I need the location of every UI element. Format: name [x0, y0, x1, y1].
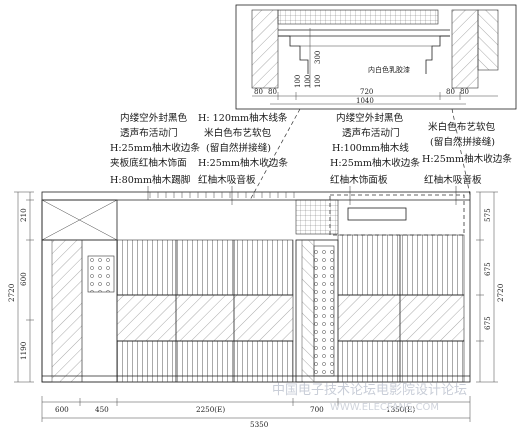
dim-right-675a: 675: [483, 262, 492, 276]
label-left-1: 透声布活动门: [120, 127, 178, 139]
label-block-mid: H: 120mm柚木线条 米白色布艺软包 (留自然拼接缝) H:25mm柚木收边…: [198, 112, 288, 186]
dim-bottom-700: 700: [310, 405, 324, 414]
label-left-3: 夹板底红柚木饰面: [110, 157, 187, 169]
label-mid-0: H: 120mm柚木线条: [198, 112, 288, 124]
label-right1-2: H:100mm柚木线: [332, 142, 409, 154]
dim-bottom-2250: 2250(E): [196, 405, 225, 414]
label-right2-1: (留自然拼接缝): [430, 136, 495, 148]
right-panels: [337, 234, 465, 383]
detail-dim-80d: 80: [460, 88, 469, 96]
dim-lines-bottom: [41, 396, 471, 422]
watermark-line1: 中国电子技术论坛电影院设计论坛: [272, 383, 467, 398]
dim-left-210: 210: [19, 208, 28, 222]
detail-dim-80a: 80: [254, 88, 263, 96]
detail-dim-100c: 100: [314, 75, 322, 88]
label-right1-1: 透声布活动门: [342, 127, 400, 139]
detail-dim-100a: 100: [294, 75, 302, 88]
dim-right-675b: 675: [483, 316, 492, 330]
label-block-left: 内缕空外封黑色 透声布活动门 H:25mm柚木收边条 夹板底红柚木饰面 H:80…: [110, 112, 200, 186]
dim-bottom-600: 600: [55, 405, 69, 414]
label-right1-0: 内缕空外封黑色: [336, 112, 404, 124]
label-left-4: H:80mm柚木踢脚: [110, 174, 190, 186]
dim-lines-left: [14, 191, 34, 383]
label-left-0: 内缕空外封黑色: [120, 112, 188, 124]
detail-dim-1040: 1040: [356, 97, 374, 105]
dim-bottom-5350: 5350: [250, 420, 269, 429]
detail-note: 内白色乳胶漆: [368, 65, 410, 74]
dim-left-2720: 2720: [7, 283, 16, 302]
label-block-right1: 内缕空外封黑色 透声布活动门 H:100mm柚木线 H:25mm柚木收边条 红柚…: [330, 112, 420, 186]
label-mid-3: H:25mm柚木收边条: [198, 157, 288, 169]
callout-leader-left: [249, 108, 301, 201]
callout-leader-right: [451, 108, 471, 196]
detail-dim-300: 300: [314, 51, 322, 64]
label-right1-4: 红柚木饰面板: [330, 174, 388, 186]
label-right2-3: 红柚木吸音板: [424, 174, 482, 186]
dim-bottom-1350: 1350(E): [386, 405, 415, 414]
label-mid-4: 红柚木吸音板: [198, 174, 256, 186]
detail-dim-80c: 80: [446, 88, 455, 96]
label-right2-0: 米白色布艺软包: [428, 121, 496, 133]
detail-dim-100b: 100: [304, 75, 312, 88]
watermark-line2: WWW.ELECFANS.COM: [330, 402, 439, 413]
label-mid-1: 米白色布艺软包: [204, 127, 272, 139]
detail-dim-720: 720: [360, 88, 373, 96]
label-left-2: H:25mm柚木收边条: [110, 142, 200, 154]
label-leaders: [147, 186, 457, 205]
dim-bottom-450: 450: [95, 405, 109, 414]
label-right2-2: H:25mm柚木收边条: [422, 153, 512, 165]
detail-inset: [235, 4, 517, 110]
dim-right-2720: 2720: [496, 283, 505, 302]
dim-lines-right: [476, 191, 498, 383]
center-door: [295, 239, 339, 383]
label-right1-3: H:25mm柚木收边条: [330, 157, 420, 169]
left-panels: [116, 239, 294, 383]
label-mid-2: (留自然拼接缝): [206, 142, 271, 154]
label-block-right2: 米白色布艺软包 (留自然拼接缝) H:25mm柚木收边条 红柚木吸音板: [422, 121, 512, 186]
dim-right-575: 575: [483, 208, 492, 222]
dim-left-1190: 1190: [19, 341, 28, 360]
left-column: [41, 239, 118, 383]
dim-left-600: 600: [19, 272, 28, 286]
detail-dim-80b: 80: [268, 88, 277, 96]
